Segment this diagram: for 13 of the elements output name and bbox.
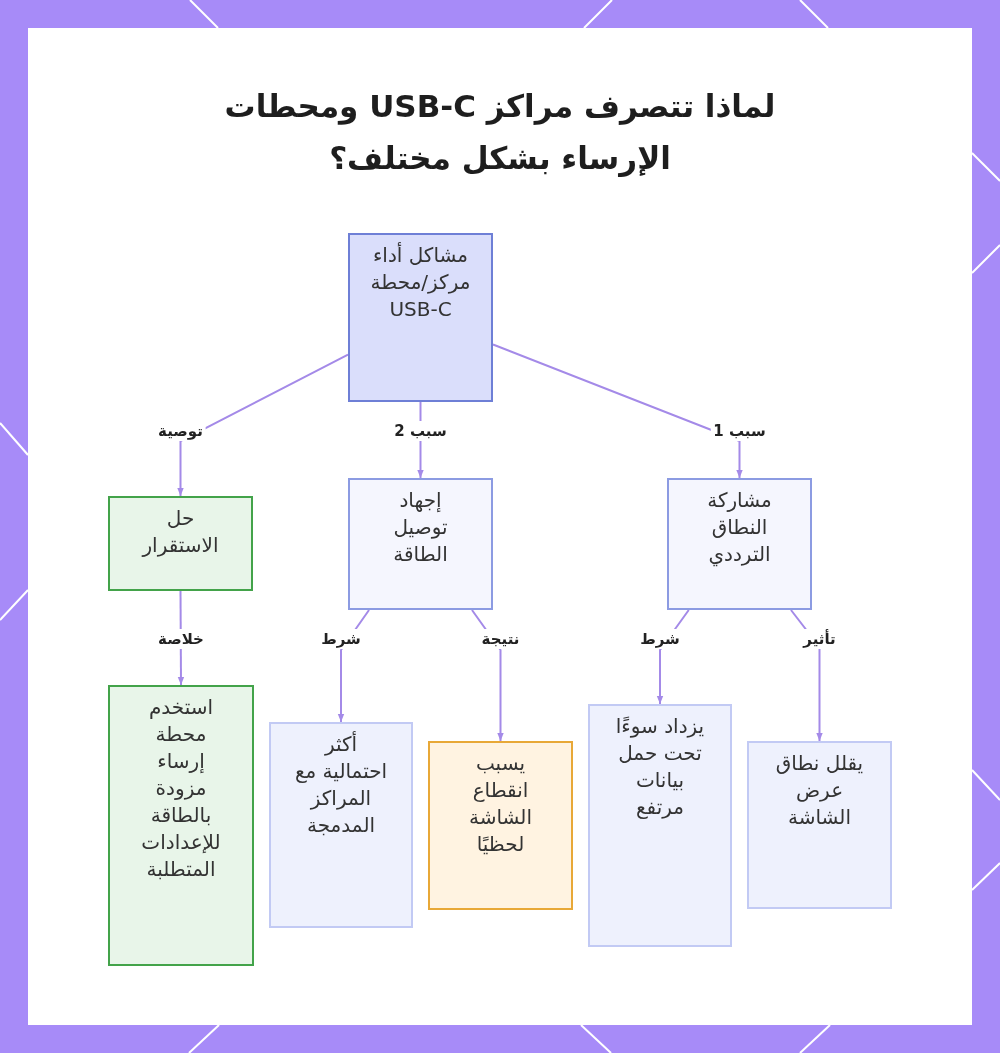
process-box: أكثر احتمالية مع المراكز المدمجة <box>269 722 413 928</box>
process-box: يقلل نطاق عرض الشاشة <box>747 741 892 909</box>
process-box: مشاركة النطاق الترددي <box>667 478 812 610</box>
connector-arrow <box>177 353 349 497</box>
process-box: حل الاستقرار <box>108 496 253 591</box>
process-box: يزداد سوءًا تحت حمل بيانات مرتفع <box>588 704 732 947</box>
process-box: يسبب انقطاع الشاشة لحظيًا <box>428 741 573 910</box>
process-box: إجهاد توصيل الطاقة <box>348 478 493 610</box>
process-box: استخدم محطة إرساء مزودة بالطاقة للإعدادات المتطلبة <box>108 685 254 966</box>
connector-arrow <box>471 609 504 742</box>
connector-arrow <box>492 343 743 479</box>
process-box: مشاكل أداء مركز/محطة USB-C <box>348 233 493 402</box>
title: لماذا تتصرف مراكز USB-C ومحطات الإرساء بشكل مختلف؟ <box>223 87 777 179</box>
